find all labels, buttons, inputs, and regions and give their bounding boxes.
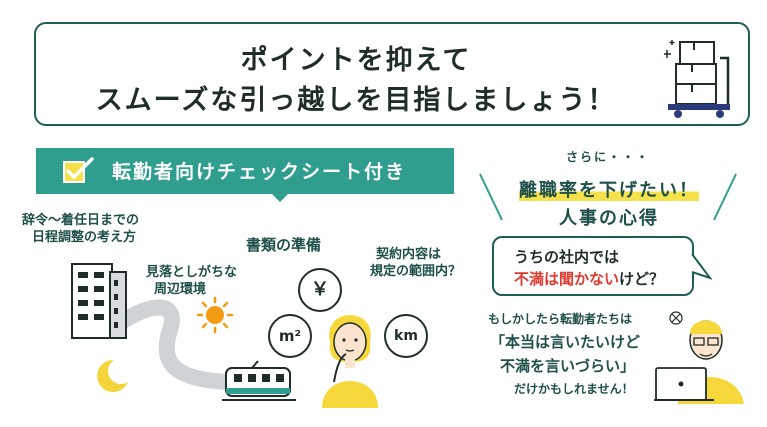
contract-line1: 契約内容は	[376, 247, 442, 262]
maybe-text: もしかしたら転勤者たちは	[488, 312, 633, 326]
road-path	[102, 299, 238, 390]
header-title-line2: スムーズな引っ越しを目指しましょう！	[95, 85, 617, 116]
area-bubble: m²	[268, 314, 312, 358]
sun-icon	[196, 296, 234, 334]
bubble-red-text: 不満は聞かない	[514, 270, 620, 288]
bubble-line1: うちの社内では	[514, 248, 620, 266]
speech-bubble: うちの社内では 不満は聞かないけど？	[492, 236, 694, 296]
header-title-line1: ポイントを抑えて	[240, 45, 472, 76]
checklist-item-documents: 書類の準備	[246, 236, 322, 254]
thinking-woman-illustration	[322, 315, 378, 408]
speech-bubble-tail	[691, 253, 712, 280]
quote-line1: 「本当は言いたいけど	[490, 333, 641, 351]
quote-line2: 不満を言いづらい」	[500, 357, 636, 375]
schedule-line1: 辞令〜着任日までの	[22, 213, 140, 228]
checklist-item-contract: 契約内容は 規定の範囲内？	[370, 246, 461, 280]
train-icon	[222, 360, 296, 401]
bubble-suffix: けど？	[619, 270, 665, 288]
sarani-text: さらに・・・	[566, 150, 651, 164]
distance-bubble: km	[384, 314, 428, 358]
checklist-item-environment: 見落としがちな 周辺環境	[146, 264, 237, 298]
right-title-line1: 離職率を下げたい！	[519, 180, 699, 201]
moving-cart-illustration	[664, 40, 730, 118]
quote-text: 「本当は言いたいけど 不満を言いづらい」	[490, 330, 640, 378]
contract-line2: 規定の範囲内？	[370, 264, 462, 279]
worried-man-illustration	[654, 311, 744, 404]
apartment-building-icon	[71, 263, 127, 339]
right-title-line2: 人事の心得	[559, 208, 659, 229]
yen-bubble: ￥	[298, 268, 342, 312]
banner-text: 転勤者向けチェックシート付き	[112, 161, 407, 183]
tail-text: だけかもしれません！	[514, 382, 634, 396]
checkbox-icon	[63, 157, 94, 183]
checklist-item-schedule: 辞令〜着任日までの 日程調整の考え方	[22, 212, 139, 246]
right-title-accent-lines	[479, 173, 737, 221]
bubble-line2: 不満は聞かないけど？	[514, 268, 664, 289]
environment-line1: 見落としがちな	[146, 265, 238, 280]
right-title: 離職率を下げたい！ 人事の心得	[516, 176, 702, 230]
banner-tail	[272, 194, 288, 202]
environment-line2: 周辺環境	[154, 282, 207, 297]
checklist-banner: 転勤者向けチェックシート付き	[36, 148, 454, 202]
header-box: ポイントを抑えて スムーズな引っ越しを目指しましょう！	[34, 22, 750, 126]
schedule-line2: 日程調整の考え方	[32, 230, 137, 245]
moon-icon	[97, 359, 128, 392]
